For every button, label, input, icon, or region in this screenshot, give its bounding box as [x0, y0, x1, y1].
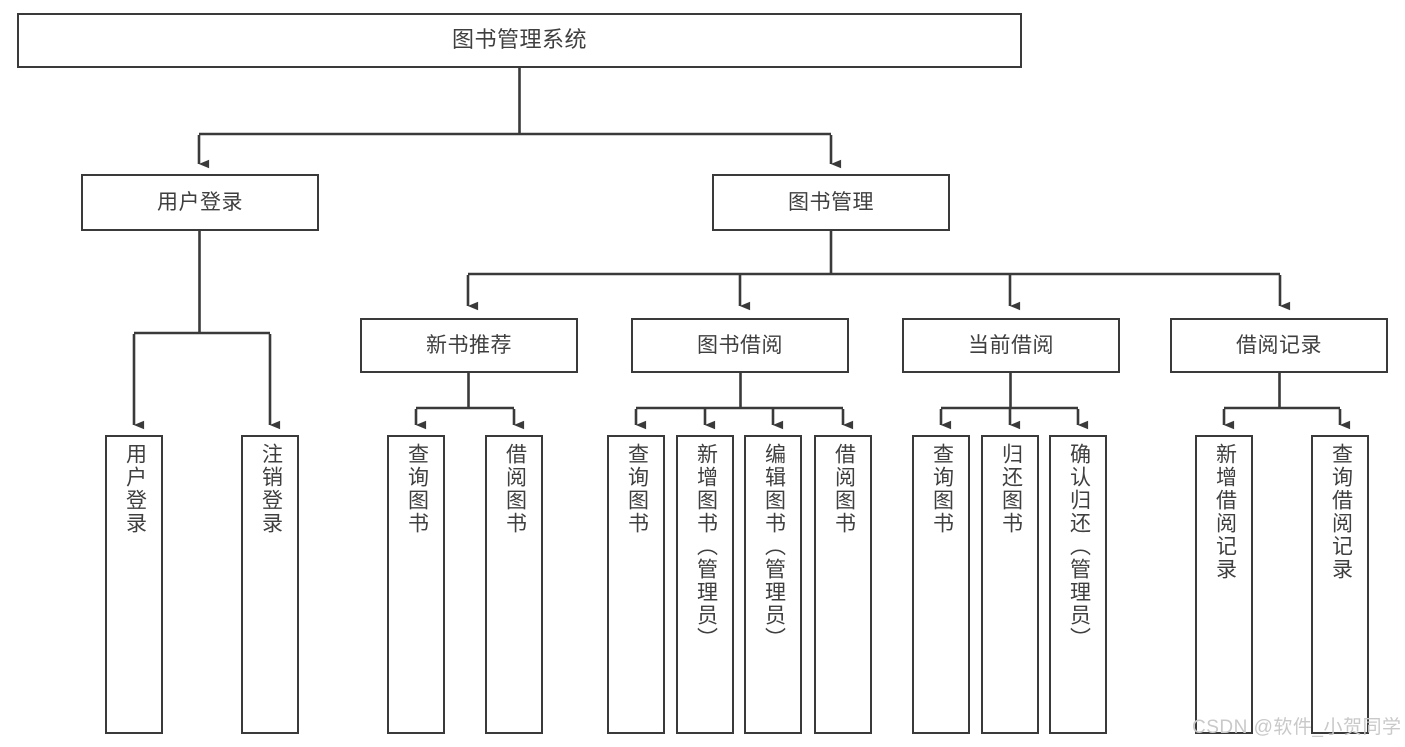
node-leaf-query-book-3[interactable]: 查询图书 — [912, 435, 970, 734]
node-leaf-add-book-admin[interactable]: 新增图书（管理员） — [676, 435, 734, 734]
node-label: 图书管理 — [788, 190, 874, 214]
node-leaf-query-book-1[interactable]: 查询图书 — [387, 435, 445, 734]
node-book-borrow[interactable]: 图书借阅 — [631, 318, 849, 373]
node-label: 编辑图书（管理员） — [762, 443, 786, 650]
node-leaf-borrow-book-1[interactable]: 借阅图书 — [485, 435, 543, 734]
csdn-watermark: CSDN @软件_小贺同学 — [1192, 717, 1402, 738]
node-label: 查询借阅记录 — [1329, 443, 1353, 581]
node-leaf-user-login[interactable]: 用户登录 — [105, 435, 163, 734]
node-label: 查询图书 — [405, 443, 429, 535]
node-label: 归还图书 — [999, 443, 1023, 535]
node-leaf-borrow-book-2[interactable]: 借阅图书 — [814, 435, 872, 734]
node-leaf-edit-book-admin[interactable]: 编辑图书（管理员） — [744, 435, 802, 734]
node-label: 新增借阅记录 — [1213, 443, 1237, 581]
node-label: 新书推荐 — [426, 333, 512, 357]
node-label: 查询图书 — [930, 443, 954, 535]
node-label: 图书借阅 — [697, 333, 783, 357]
node-label: 借阅图书 — [503, 443, 527, 535]
node-leaf-logout-login[interactable]: 注销登录 — [241, 435, 299, 734]
node-label: 借阅记录 — [1236, 333, 1322, 357]
node-leaf-query-book-2[interactable]: 查询图书 — [607, 435, 665, 734]
node-current-borrow[interactable]: 当前借阅 — [902, 318, 1120, 373]
node-borrow-record[interactable]: 借阅记录 — [1170, 318, 1388, 373]
node-leaf-query-borrow-record[interactable]: 查询借阅记录 — [1311, 435, 1369, 734]
node-leaf-return-book[interactable]: 归还图书 — [981, 435, 1039, 734]
node-label: 图书管理系统 — [451, 27, 587, 53]
node-leaf-add-borrow-record[interactable]: 新增借阅记录 — [1195, 435, 1253, 734]
node-label: 确认归还（管理员） — [1067, 443, 1091, 650]
node-book-management[interactable]: 图书管理 — [712, 174, 950, 231]
node-root-system[interactable]: 图书管理系统 — [17, 13, 1022, 68]
node-label: 用户登录 — [157, 190, 243, 214]
node-label: 当前借阅 — [968, 333, 1054, 357]
node-label: 借阅图书 — [832, 443, 856, 535]
node-user-login[interactable]: 用户登录 — [81, 174, 319, 231]
node-label: 新增图书（管理员） — [694, 443, 718, 650]
node-label: 用户登录 — [123, 443, 147, 535]
node-new-book-recommend[interactable]: 新书推荐 — [360, 318, 578, 373]
node-label: 查询图书 — [625, 443, 649, 535]
node-leaf-confirm-return-admin[interactable]: 确认归还（管理员） — [1049, 435, 1107, 734]
node-label: 注销登录 — [259, 443, 283, 535]
